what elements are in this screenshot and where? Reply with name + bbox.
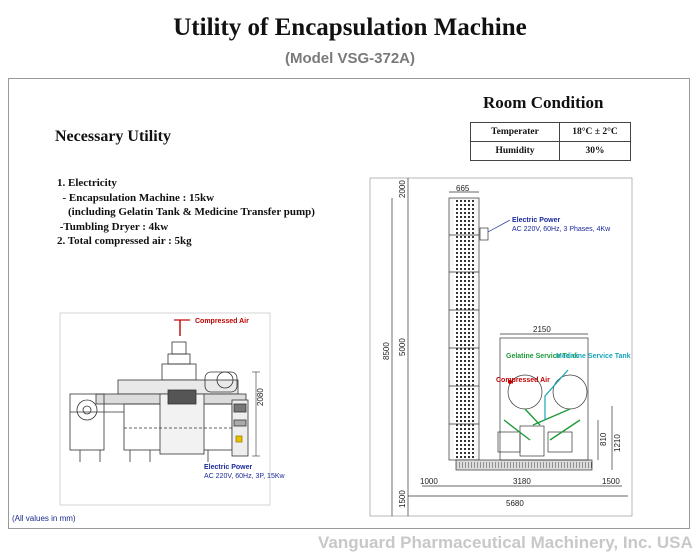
left-power-title: Electric Power: [204, 464, 253, 471]
room-condition-title: Room Condition: [483, 93, 604, 112]
table-row: Humidity 30%: [470, 141, 631, 161]
right-power-title: Electric Power: [512, 217, 561, 224]
list-item: (including Gelatin Tank & Medicine Trans…: [57, 206, 315, 218]
gelatine-tank-label: Gelatine Service Tank: [506, 353, 578, 360]
content-frame: [8, 78, 690, 529]
list-item: 1. Electricity: [57, 177, 117, 189]
compressed-air-label: Compressed Air: [195, 318, 249, 325]
humidity-value: 30%: [559, 141, 631, 161]
dim-top-height: 2000: [398, 180, 407, 198]
dim-left-gap: 1000: [420, 477, 438, 486]
right-power-spec: AC 220V, 60Hz, 3 Phases, 4Kw: [512, 226, 611, 233]
units-note: (All values in mm): [12, 514, 76, 523]
dim-top-width: 665: [456, 184, 470, 193]
dim-tank-h1: 810: [599, 432, 608, 446]
room-condition-table: Temperater 18°C ± 2°C Humidity 30%: [470, 122, 631, 161]
utility-list: 1. Electricity - Encapsulation Machine :…: [57, 176, 315, 249]
right-compressed-air-label: Compressed Air: [496, 377, 550, 384]
page-title: Utility of Encapsulation Machine: [173, 14, 527, 41]
list-item: - Encapsulation Machine : 15kw: [57, 191, 215, 204]
list-item: 2. Total compressed air : 5kg: [57, 235, 192, 247]
machine-height-dim: 2080: [256, 388, 265, 406]
dim-total-height: 8500: [382, 342, 391, 360]
dim-bottom-height: 1500: [398, 490, 407, 508]
layout-plan-drawing: [369, 177, 633, 517]
table-row: Temperater 18°C ± 2°C: [470, 122, 631, 142]
necessary-utility-title: Necessary Utility: [55, 128, 171, 145]
medicine-tank-label: Medicine Service Tank: [556, 353, 631, 360]
encapsulation-machine-drawing: [59, 312, 271, 506]
company-footer: Vanguard Pharmaceutical Machinery, Inc. …: [318, 533, 693, 552]
dim-right-gap: 1500: [602, 477, 620, 486]
model-subtitle: (Model VSG-372A): [284, 50, 416, 67]
dim-middle: 3180: [513, 477, 531, 486]
dim-total-width: 5680: [506, 499, 524, 508]
left-power-spec: AC 220V, 60Hz, 3P, 15Kw: [204, 473, 285, 480]
dim-tank-width: 2150: [533, 325, 551, 334]
dim-dryer-height: 5000: [398, 338, 407, 356]
list-item: -Tumbling Dryer : 4kw: [57, 220, 169, 233]
dim-tank-h2: 1210: [613, 434, 622, 452]
